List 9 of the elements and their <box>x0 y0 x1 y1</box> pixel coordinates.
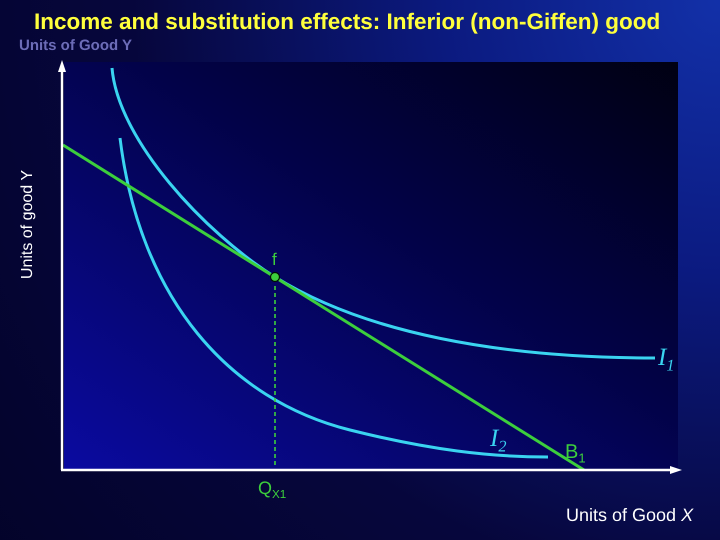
chart-title: Income and substitution effects: Inferior (non-Giffen) good <box>34 11 660 34</box>
curve-label: I$_{2}$ <box>490 426 506 455</box>
quantity-label: Q$_{X1}$ <box>258 479 286 501</box>
axis-label: Units of good Y <box>20 170 36 280</box>
curve-label: I$_{1}$ <box>658 345 674 374</box>
axis-label: Units of Good Y <box>19 38 132 53</box>
curve-label: B$_{1}$ <box>565 442 586 465</box>
axis-label: Units of Good X <box>566 506 694 524</box>
point-label: f <box>272 251 277 268</box>
